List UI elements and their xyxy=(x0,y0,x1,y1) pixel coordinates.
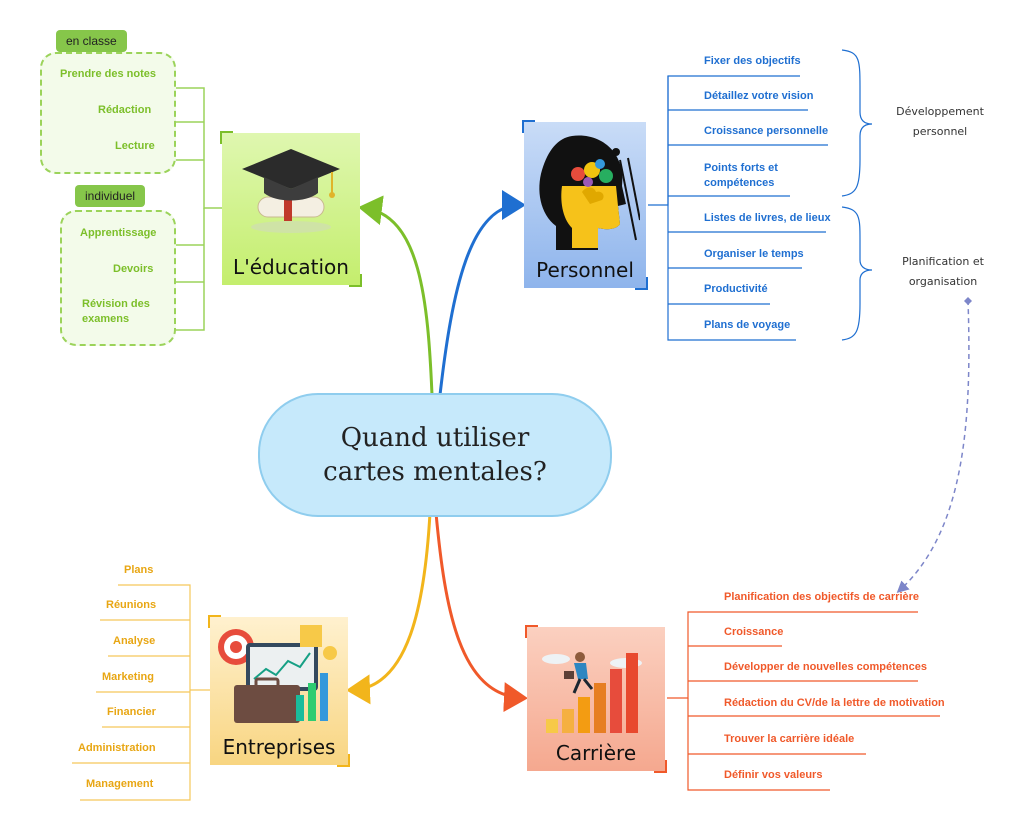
education-title: L'éducation xyxy=(233,255,349,279)
bracket-label-planification[interactable]: Planification et organisation xyxy=(902,255,984,288)
graduation-cap-icon xyxy=(242,149,340,233)
education-node[interactable]: L'éducation xyxy=(220,131,362,287)
corner-mark xyxy=(220,131,233,144)
leaf-devoirs[interactable]: Devoirs xyxy=(113,263,154,275)
branch-entreprises xyxy=(346,512,432,705)
leaf-prendre-des-notes[interactable]: Prendre des notes xyxy=(60,68,156,80)
central-topic[interactable]: Quand utiliser cartes mentales? xyxy=(258,393,612,517)
branch-personnel xyxy=(438,190,526,396)
personnel-title: Personnel xyxy=(536,258,634,282)
carriere-title: Carrière xyxy=(555,741,637,765)
tag-individuel[interactable]: individuel xyxy=(75,185,146,207)
entreprises-node[interactable]: Entreprises xyxy=(208,615,350,767)
leaf-reunions[interactable]: Réunions xyxy=(106,599,157,611)
leaf-productivite[interactable]: Productivité xyxy=(704,283,768,295)
business-icon xyxy=(218,625,337,723)
tag-en-classe[interactable]: en classe xyxy=(56,30,127,52)
leaf-planification-objectifs[interactable]: Planification des objectifs de carrière xyxy=(724,591,920,603)
leaf-redaction[interactable]: Rédaction xyxy=(98,104,152,116)
corner-mark xyxy=(208,615,221,628)
leaf-administration[interactable]: Administration xyxy=(78,742,156,754)
carriere-node[interactable]: Carrière xyxy=(525,625,667,773)
leaf-management[interactable]: Management xyxy=(86,778,154,790)
leaf-revision-des-examens[interactable]: Révision des examens xyxy=(82,298,150,325)
leaf-plans-de-voyage[interactable]: Plans de voyage xyxy=(704,319,791,331)
branch-carriere xyxy=(434,512,528,713)
corner-mark xyxy=(635,277,648,290)
entreprises-title: Entreprises xyxy=(222,735,336,759)
leaf-apprentissage[interactable]: Apprentissage xyxy=(80,227,157,239)
corner-mark xyxy=(525,625,538,638)
bracket-label-developpement[interactable]: Développement personnel xyxy=(896,105,984,138)
personnel-node[interactable]: Personnel xyxy=(522,120,648,290)
leaf-definir-valeurs[interactable]: Définir vos valeurs xyxy=(724,769,823,781)
leaf-financier[interactable]: Financier xyxy=(107,706,156,718)
corner-mark xyxy=(522,120,535,133)
career-stairs-icon xyxy=(542,652,642,733)
leaf-marketing[interactable]: Marketing xyxy=(102,671,154,683)
group-en-classe xyxy=(40,52,176,174)
branch-education xyxy=(358,195,434,396)
leaf-organiser-le-temps[interactable]: Organiser le temps xyxy=(704,248,804,260)
corner-mark xyxy=(337,754,350,767)
central-topic-line1: Quand utiliser xyxy=(340,423,530,453)
leaf-plans[interactable]: Plans xyxy=(124,564,154,576)
leaf-listes-de-livres[interactable]: Listes de livres, de lieux xyxy=(704,212,831,224)
leaf-trouver-carriere[interactable]: Trouver la carrière idéale xyxy=(724,733,855,745)
leaf-fixer-des-objectifs[interactable]: Fixer des objectifs xyxy=(704,55,801,67)
leaf-redaction-cv[interactable]: Rédaction du CV/de la lettre de motivati… xyxy=(724,697,945,709)
central-topic-line2: cartes mentales? xyxy=(323,457,547,487)
leaf-detaillez-votre-vision[interactable]: Détaillez votre vision xyxy=(704,90,814,102)
leaf-lecture[interactable]: Lecture xyxy=(115,140,155,152)
dashed-link xyxy=(896,299,970,594)
corner-mark xyxy=(654,760,667,773)
leaf-croissance[interactable]: Croissance xyxy=(724,626,784,638)
corner-mark xyxy=(349,274,362,287)
head-gears-icon xyxy=(539,135,640,250)
leaf-developper-competences[interactable]: Développer de nouvelles compétences xyxy=(724,661,927,673)
leaf-analyse[interactable]: Analyse xyxy=(113,635,156,647)
leaf-croissance-personnelle[interactable]: Croissance personnelle xyxy=(704,125,829,137)
group-individuel xyxy=(60,210,176,346)
leaf-points-forts[interactable]: Points forts et compétences xyxy=(704,162,778,189)
